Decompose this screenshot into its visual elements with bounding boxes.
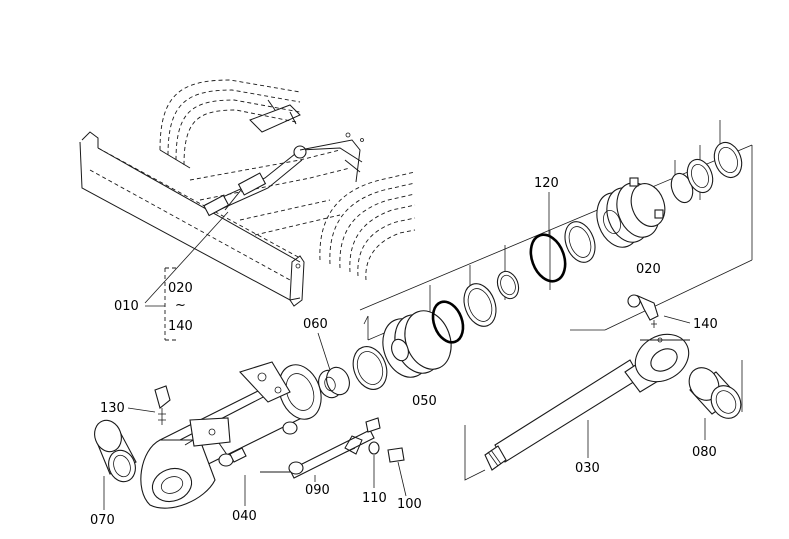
ring-a <box>352 346 388 390</box>
pipe-090 <box>288 417 381 479</box>
label-140: 140 <box>693 317 718 332</box>
ring-f <box>686 158 714 194</box>
label-range-separator: ~ <box>175 298 186 313</box>
leader-130 <box>127 407 156 413</box>
piston-050 <box>382 310 452 378</box>
oring-120 <box>529 233 567 283</box>
label-070: 070 <box>90 513 115 528</box>
grease-fitting-130 <box>154 385 171 425</box>
bolt-100 <box>387 447 405 463</box>
label-060: 060 <box>303 317 328 332</box>
oring-piston <box>431 300 465 344</box>
washer-110 <box>368 441 380 455</box>
label-050: 050 <box>412 394 437 409</box>
leader-100 <box>397 461 407 497</box>
ring-d <box>564 221 596 263</box>
range-bracket <box>164 267 178 341</box>
label-080: 080 <box>692 445 717 460</box>
label-020-range-start: 020 <box>168 281 193 296</box>
bushing-070 <box>94 419 137 483</box>
leader-060 <box>317 332 331 371</box>
label-040: 040 <box>232 509 257 524</box>
label-140-range-end: 140 <box>168 319 193 334</box>
label-120: 120 <box>534 176 559 191</box>
ring-b <box>463 283 497 327</box>
machine-illustration <box>79 79 416 307</box>
ring-c <box>496 270 520 300</box>
rod-envelope-left <box>464 425 486 481</box>
label-010: 010 <box>114 299 139 314</box>
label-110: 110 <box>362 491 387 506</box>
piston-rod-030 <box>484 333 690 471</box>
ring-g <box>713 141 743 179</box>
bushing-080 <box>688 367 742 419</box>
cylinder-head-020 <box>596 177 666 248</box>
label-130: 130 <box>100 401 125 416</box>
label-020: 020 <box>636 262 661 277</box>
leader-010 <box>144 211 229 304</box>
leader-140 <box>663 315 691 324</box>
label-030: 030 <box>575 461 600 476</box>
label-100: 100 <box>397 497 422 512</box>
seal-group-envelope <box>359 120 753 341</box>
label-090: 090 <box>305 483 330 498</box>
nut-060 <box>318 366 350 399</box>
grease-fitting-140 <box>627 294 659 328</box>
